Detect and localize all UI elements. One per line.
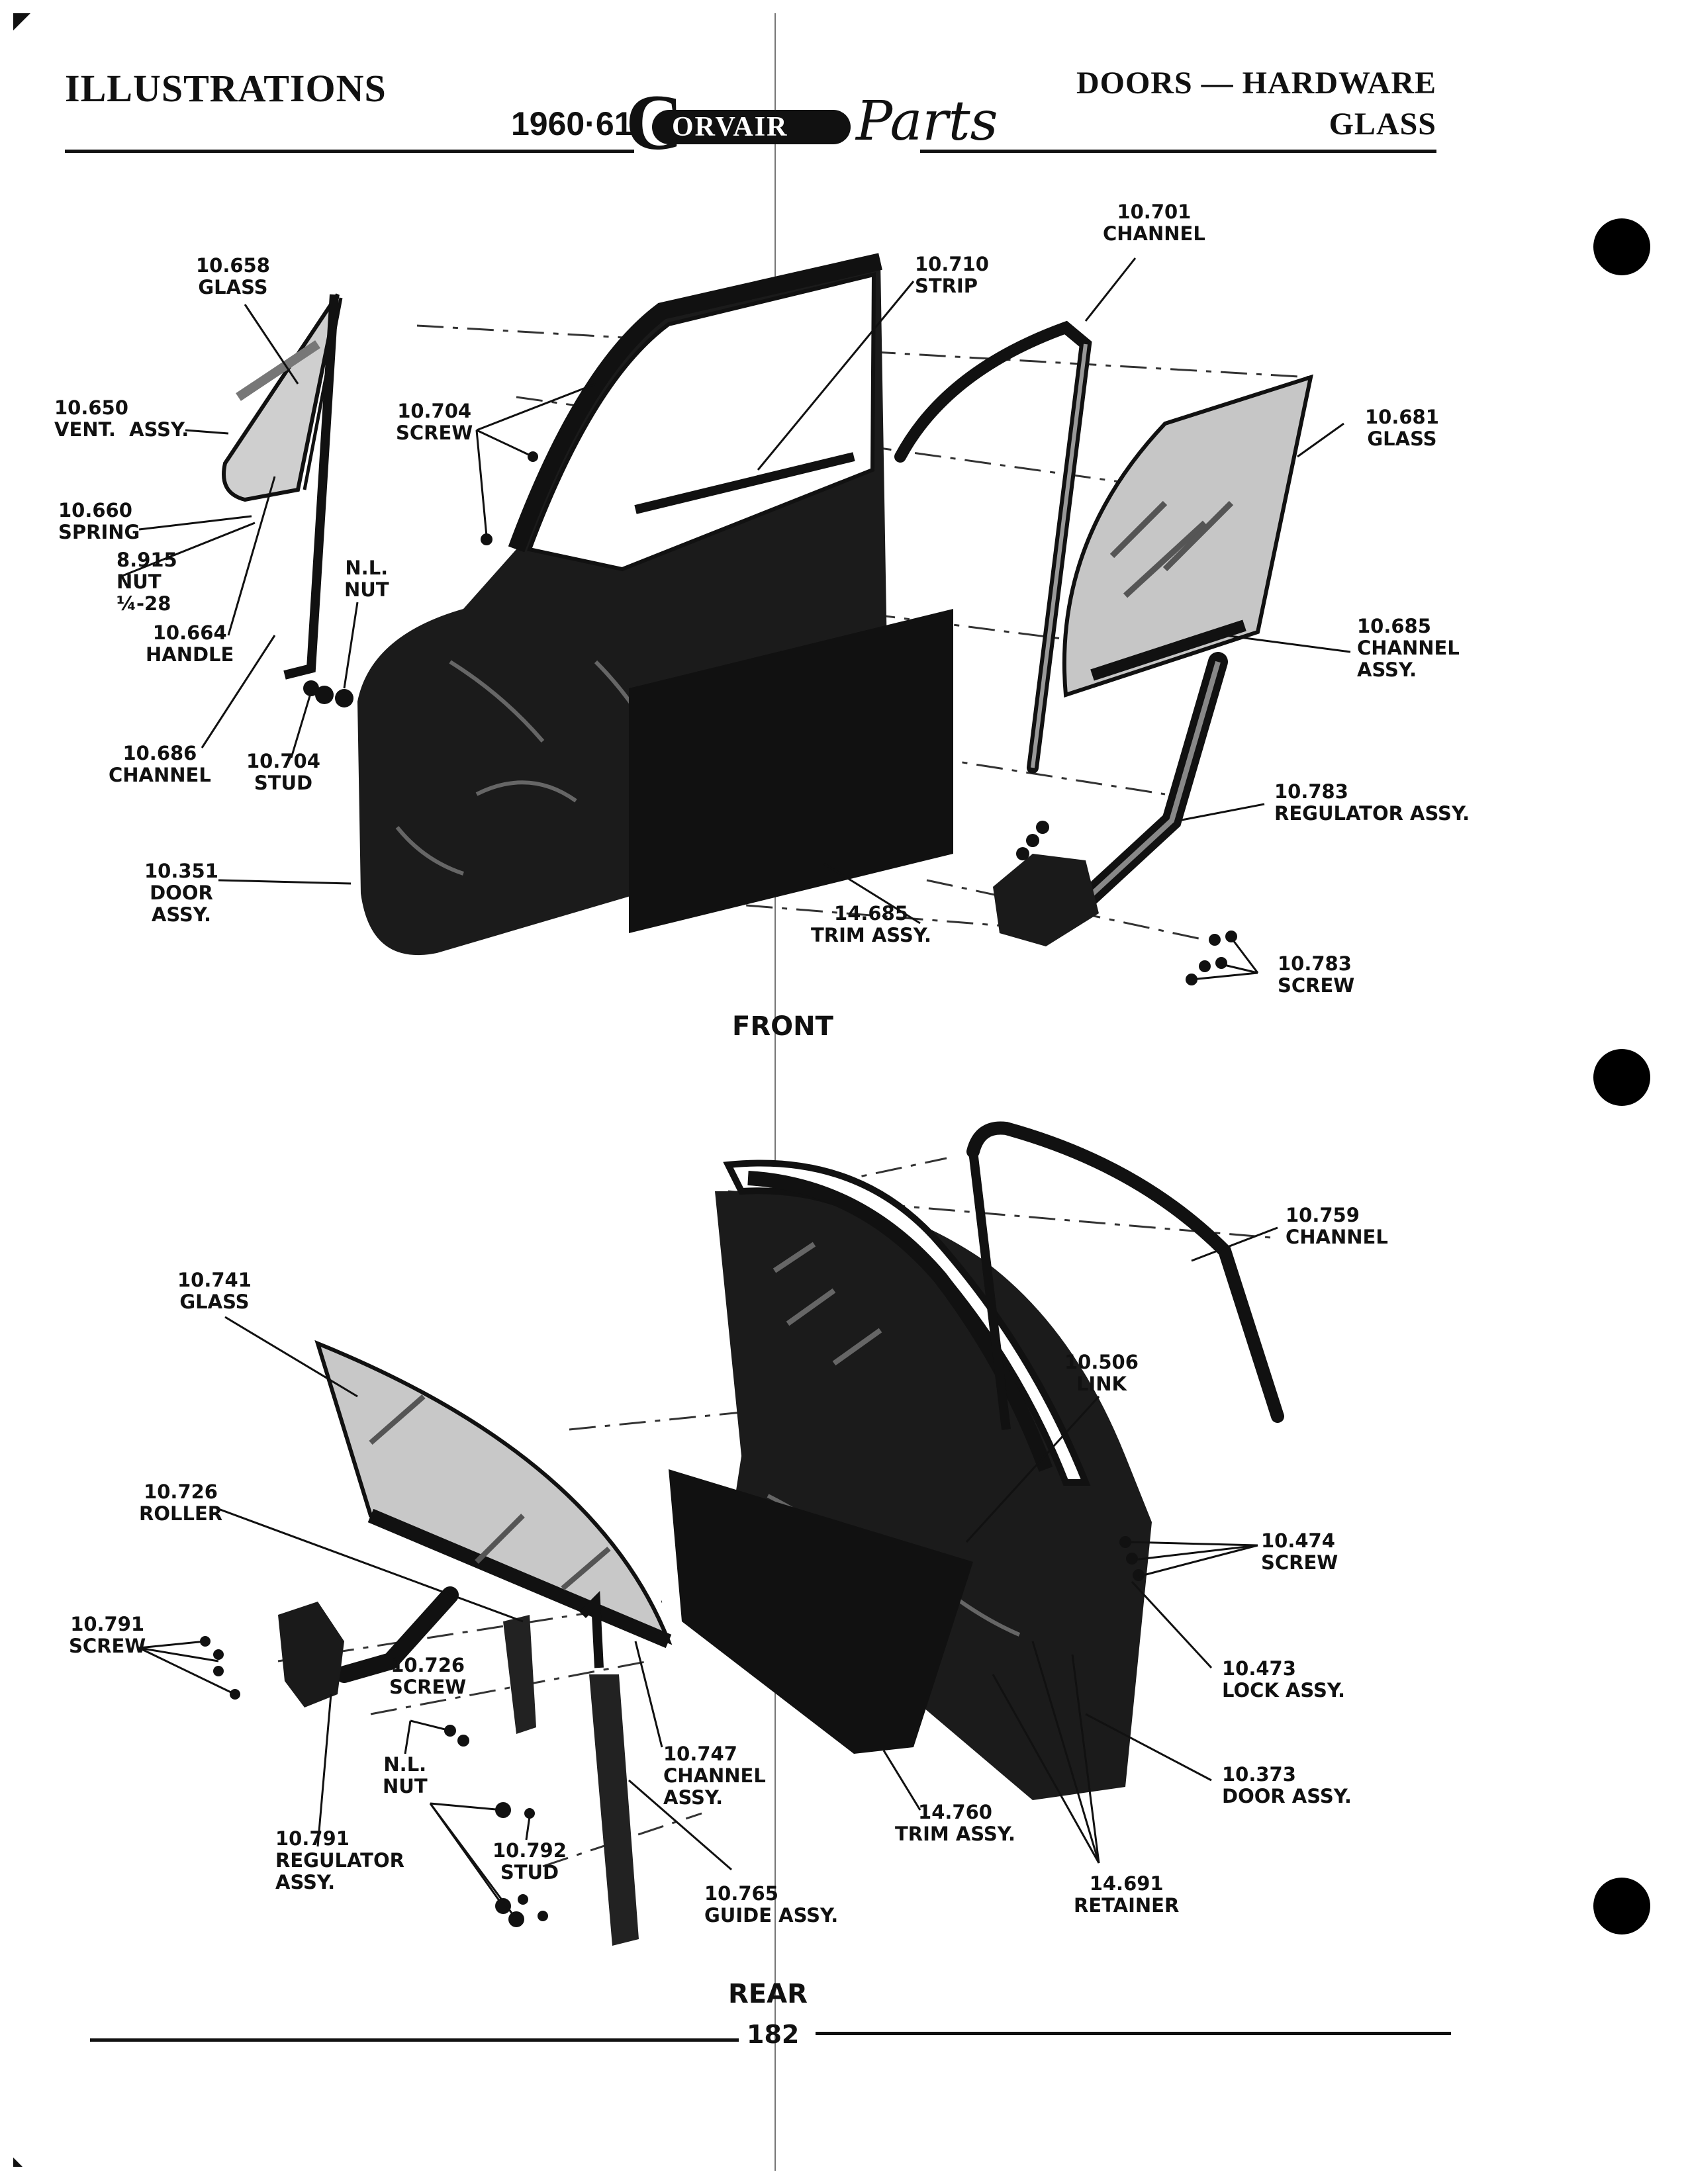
front-door-exploded-view xyxy=(122,253,1351,985)
label-10783-regulator-assy: 10.783 REGULATOR ASSY. xyxy=(1274,780,1470,825)
rear-caption: REAR xyxy=(728,1979,808,2009)
label-nl-nut-front: N.L. NUT xyxy=(344,557,389,601)
page-number: 182 xyxy=(747,2020,800,2049)
label-10791-regulator-assy: 10.791 REGULATOR ASSY. xyxy=(275,1827,404,1893)
page-title-line2: GLASS xyxy=(1329,107,1436,142)
corner-mark-bottom xyxy=(13,2158,23,2167)
binder-hole-bottom xyxy=(1593,1878,1650,1934)
binder-hole-top xyxy=(1593,218,1650,275)
corvair-parts-logo: C ORVAIR Parts xyxy=(626,78,998,166)
label-10710-strip: 10.710 STRIP xyxy=(915,253,989,297)
corner-mark-top xyxy=(13,13,30,30)
label-10704-screw: 10.704 SCREW xyxy=(396,400,473,444)
binder-hole-middle xyxy=(1593,1049,1650,1106)
logo-wordmark: ORVAIR xyxy=(672,112,788,142)
page-title-line1: DOORS — HARDWARE xyxy=(1076,66,1436,101)
label-10474-screw: 10.474 SCREW xyxy=(1261,1529,1338,1574)
label-nl-nut-rear: N.L. NUT xyxy=(383,1753,428,1797)
header-rule-right xyxy=(920,150,1436,153)
label-10685-channel-assy: 10.685 CHANNEL ASSY. xyxy=(1357,615,1460,681)
label-14760-trim-assy: 14.760 TRIM ASSY. xyxy=(895,1801,1015,1845)
vent-window xyxy=(222,293,343,502)
label-10726-screw: 10.726 SCREW xyxy=(389,1654,467,1698)
catalog-year: 1960·61 xyxy=(511,105,633,142)
front-window-regulator xyxy=(993,652,1228,946)
label-10664-handle: 10.664 HANDLE xyxy=(146,621,234,666)
rear-door-exploded-view xyxy=(138,1121,1284,1946)
label-10351-door-assy: 10.351 DOOR ASSY. xyxy=(144,860,218,926)
front-caption: FRONT xyxy=(732,1011,833,1042)
logo-script-parts: Parts xyxy=(856,90,998,153)
label-10704-stud: 10.704 STUD xyxy=(246,750,320,794)
label-10681-glass: 10.681 GLASS xyxy=(1365,406,1439,450)
rear-door-glass xyxy=(314,1340,673,1649)
section-heading: ILLUSTRATIONS xyxy=(65,67,387,110)
label-10765-guide-assy: 10.765 GUIDE ASSY. xyxy=(704,1882,839,1927)
label-8915-nut: 8.915 NUT ¼-28 xyxy=(117,549,177,615)
rear-roller-bracket xyxy=(503,1615,536,1734)
front-run-channel xyxy=(894,320,1092,774)
label-10792-stud: 10.792 STUD xyxy=(492,1839,567,1884)
logo-letter-c: C xyxy=(626,78,683,166)
label-10650-vent-assy: 10.650 VENT. ASSY. xyxy=(54,396,189,441)
label-10373-door-assy: 10.373 DOOR ASSY. xyxy=(1222,1763,1352,1807)
rear-guide-channel xyxy=(589,1674,639,1946)
logo-band xyxy=(652,110,851,144)
label-14685-trim-assy: 14.685 TRIM ASSY. xyxy=(811,902,931,946)
rear-window-regulator xyxy=(278,1586,459,1707)
label-10660-spring: 10.660 SPRING xyxy=(58,499,140,543)
label-10686-channel: 10.686 CHANNEL xyxy=(109,742,211,786)
label-14691-retainer: 14.691 RETAINER xyxy=(1074,1872,1180,1917)
rear-run-channel xyxy=(966,1121,1284,1423)
rear-trim-panel xyxy=(669,1469,973,1754)
front-door-glass xyxy=(1062,374,1313,698)
label-10726-roller: 10.726 ROLLER xyxy=(139,1480,223,1525)
label-10658-glass: 10.658 GLASS xyxy=(196,254,270,298)
label-10506-link: 10.506 LINK xyxy=(1064,1351,1139,1395)
label-10783-screw: 10.783 SCREW xyxy=(1278,952,1355,997)
label-10791-screw: 10.791 SCREW xyxy=(69,1613,146,1657)
rear-door-shell xyxy=(715,1160,1152,1800)
rear-door-frame-glass xyxy=(773,1242,882,1366)
vent-channel xyxy=(283,294,339,680)
page-fold-line xyxy=(774,13,776,2171)
footer-rule-right xyxy=(816,2032,1451,2035)
label-10747-channel-assy: 10.747 CHANNEL ASSY. xyxy=(663,1743,766,1809)
label-10741-glass: 10.741 GLASS xyxy=(177,1269,252,1313)
footer-rule-left xyxy=(90,2038,739,2042)
front-trim-panel xyxy=(629,609,953,933)
label-10473-lock-assy: 10.473 LOCK ASSY. xyxy=(1222,1657,1346,1702)
header-rule-left xyxy=(65,150,634,153)
label-10759-channel: 10.759 CHANNEL xyxy=(1286,1204,1388,1248)
label-10701-channel: 10.701 CHANNEL xyxy=(1103,201,1205,245)
